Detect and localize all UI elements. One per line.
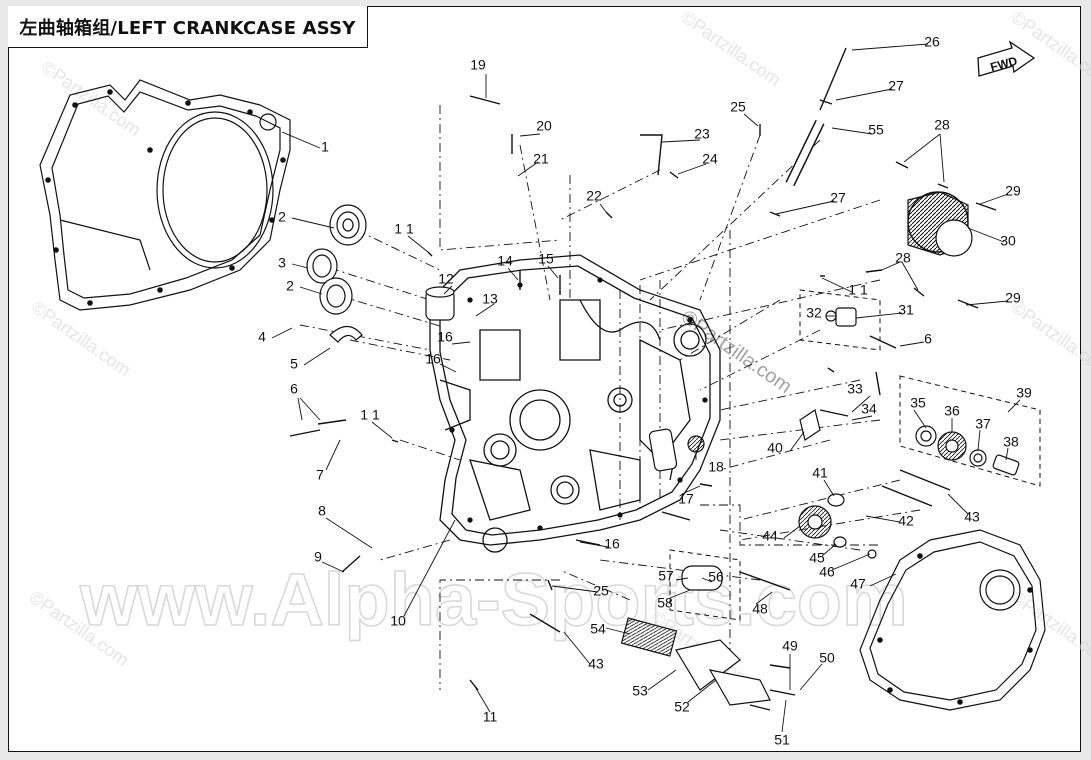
callout-2: 2: [278, 209, 286, 225]
callout-44: 44: [762, 528, 778, 544]
callout-1: 1: [321, 139, 329, 155]
callout-32: 32: [806, 305, 822, 321]
callout-14: 14: [497, 253, 513, 269]
callout-28: 28: [934, 117, 950, 133]
callout-54: 54: [590, 621, 606, 637]
diagram-frame: [8, 6, 1081, 752]
callout-51: 51: [774, 732, 790, 748]
callout-30: 30: [1000, 233, 1016, 249]
callout-39: 39: [1016, 385, 1032, 401]
callout-31: 31: [898, 302, 914, 318]
callout-7: 7: [316, 467, 324, 483]
callout-35: 35: [910, 395, 926, 411]
callout-20: 20: [536, 118, 552, 134]
callout-9: 9: [314, 549, 322, 565]
callout-19: 19: [470, 57, 486, 73]
callout-11: 1 1: [848, 282, 868, 298]
callout-36: 36: [944, 403, 960, 419]
crankcase-body: [429, 254, 721, 553]
callout-50: 50: [819, 650, 835, 666]
callout-56: 56: [708, 569, 724, 585]
parts-bearings: [306, 191, 1020, 706]
callout-26: 26: [924, 34, 940, 50]
callout-11: 11: [483, 709, 498, 725]
callout-58: 58: [657, 595, 673, 611]
gasket-right: [859, 529, 1046, 711]
callout-46: 46: [819, 564, 835, 580]
callout-27: 27: [830, 190, 846, 206]
callout-16: 16: [604, 536, 620, 552]
parts-bolts: [289, 47, 997, 711]
title-box: 左曲轴箱组/LEFT CRANKCASE ASSY: [8, 6, 368, 48]
callout-10: 10: [390, 613, 406, 629]
callout-34: 34: [861, 401, 877, 417]
callout-21: 21: [533, 151, 549, 167]
fwd-label: FWD: [989, 54, 1019, 75]
callout-53: 53: [632, 683, 648, 699]
callout-6: 6: [924, 331, 932, 347]
callout-15: 15: [538, 251, 554, 267]
callout-38: 38: [1003, 434, 1019, 450]
watermark-main: www.Alpha-Sports.com: [79, 558, 908, 641]
watermark-partzilla-6: ©Partzilla.com: [1008, 297, 1091, 380]
diagram-title: 左曲轴箱组/LEFT CRANKCASE ASSY: [19, 17, 356, 39]
watermark-partzilla-7: ©Partzilla.com: [1008, 587, 1091, 670]
callout-3: 3: [278, 255, 286, 271]
watermark-partzilla-2: ©Partzilla.com: [678, 7, 785, 90]
callout-8: 8: [318, 503, 326, 519]
callout-42: 42: [898, 513, 914, 529]
callout-11: 1 1: [394, 221, 414, 237]
callout-18: 18: [708, 459, 724, 475]
callout-33: 33: [847, 381, 863, 397]
callout-17: 17: [678, 491, 694, 507]
callout-22: 22: [586, 188, 602, 204]
callout-41: 41: [812, 465, 828, 481]
watermark-partzilla-1: ©Partzilla.com: [38, 57, 145, 140]
callout-29: 29: [1005, 290, 1021, 306]
callout-5: 5: [290, 356, 298, 372]
callout-48: 48: [752, 601, 768, 617]
callout-43: 43: [588, 656, 604, 672]
guide-lines: [299, 105, 921, 690]
callout-16: 16: [425, 351, 441, 367]
callout-12: 12: [438, 271, 454, 287]
callout-13: 13: [482, 291, 498, 307]
callout-57: 57: [658, 568, 674, 584]
callout-24: 24: [702, 151, 718, 167]
watermark-partzilla-8: ©Partzilla.com: [677, 306, 795, 398]
callout-55: 55: [868, 122, 884, 138]
callout-4: 4: [258, 329, 266, 345]
callout-11: 1 1: [360, 407, 380, 423]
callout-37: 37: [975, 416, 991, 432]
gasket-left: [39, 79, 291, 311]
callout-52: 52: [674, 699, 690, 715]
callout-29: 29: [1005, 183, 1021, 199]
callout-43: 43: [964, 509, 980, 525]
fwd-arrow: FWD: [977, 40, 1036, 77]
leader-lines: [271, 43, 1021, 733]
callout-25: 25: [593, 583, 609, 599]
callout-47: 47: [850, 576, 866, 592]
callout-28: 28: [895, 250, 911, 266]
callout-23: 23: [694, 126, 710, 142]
group-boxes: [669, 289, 1041, 621]
callout-6: 6: [290, 381, 298, 397]
callout-2: 2: [286, 278, 294, 294]
callout-49: 49: [782, 638, 798, 654]
callout-40: 40: [767, 440, 783, 456]
callout-45: 45: [809, 550, 825, 566]
callout-27: 27: [888, 78, 904, 94]
callout-16: 16: [437, 329, 453, 345]
callout-25: 25: [730, 99, 746, 115]
